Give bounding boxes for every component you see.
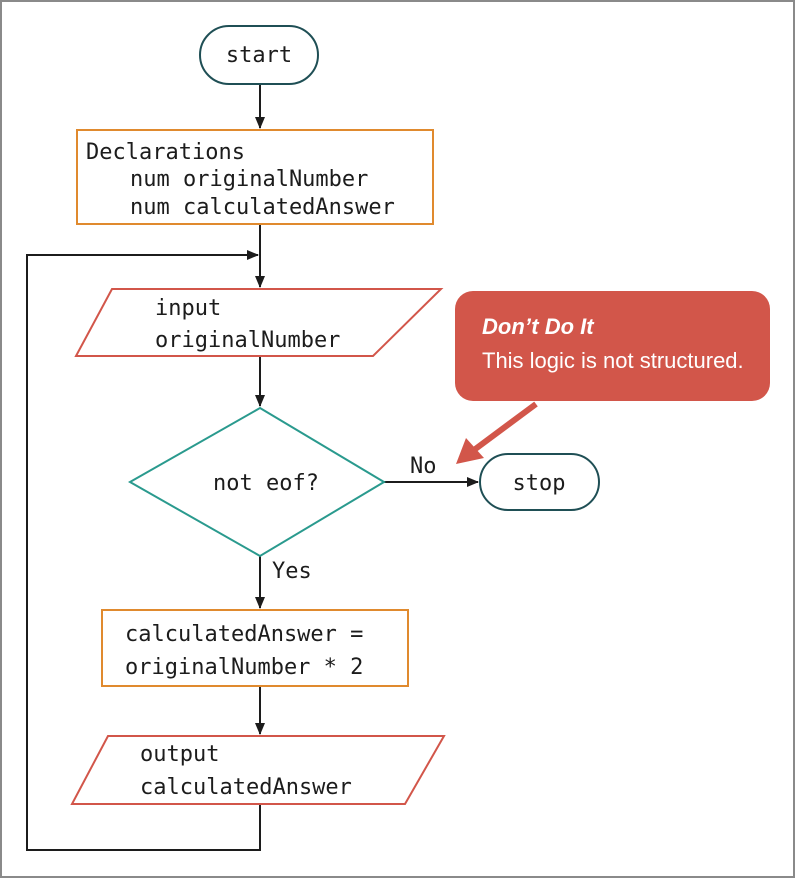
declarations-box: Declarations num originalNumber num calc… (76, 129, 434, 225)
callout-text: This logic is not structured. (482, 348, 744, 373)
no-branch-label: No (410, 454, 437, 479)
callout-title: Don’t Do It (482, 314, 595, 339)
input-parallelogram: input originalNumber (74, 288, 444, 357)
dont-do-it-callout: Don’t Do It This logic is not structured… (455, 291, 770, 464)
calculation-line-1: calculatedAnswer = (125, 622, 363, 647)
output-line-1: output (140, 742, 219, 767)
yes-branch-label: Yes (272, 559, 312, 584)
callout-box (455, 291, 770, 401)
loop-back-line (26, 250, 261, 851)
decision-label: not eof? (213, 471, 319, 496)
declarations-title: Declarations (86, 140, 245, 165)
output-parallelogram: output calculatedAnswer (70, 735, 446, 805)
start-label: start (226, 43, 292, 68)
stop-terminal: stop (479, 453, 600, 511)
connectors (26, 84, 479, 851)
declaration-line-1: num originalNumber (130, 167, 368, 192)
input-line-1: input (155, 296, 221, 321)
callout-arrow-head (456, 438, 484, 464)
stop-label: stop (513, 471, 566, 496)
calculation-line-2: originalNumber * 2 (125, 655, 363, 680)
output-line-2: calculatedAnswer (140, 775, 352, 800)
decision-diamond: not eof? (127, 406, 386, 558)
callout-arrow-shaft (472, 401, 538, 453)
start-terminal: start (199, 25, 319, 85)
declaration-line-2: num calculatedAnswer (130, 195, 395, 220)
input-line-2: originalNumber (155, 328, 340, 353)
calculation-box: calculatedAnswer = originalNumber * 2 (101, 609, 409, 687)
